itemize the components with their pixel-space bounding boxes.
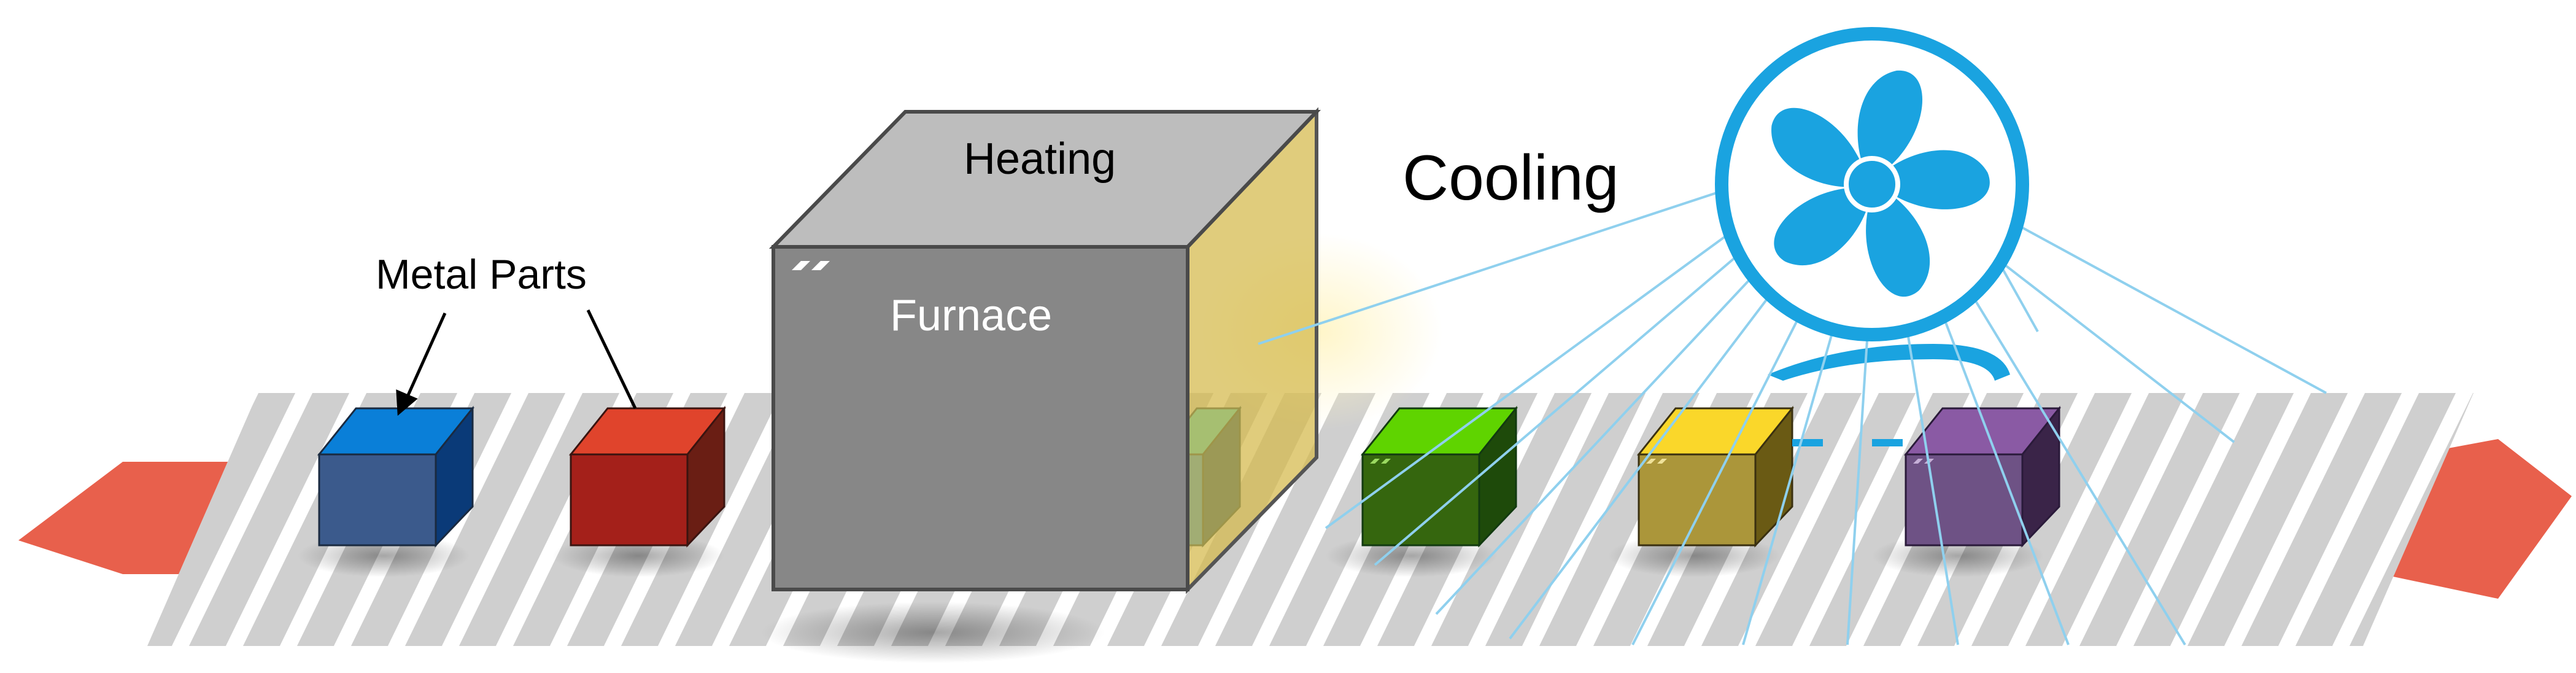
belt-stripe xyxy=(2077,393,2243,646)
belt-stripe xyxy=(2131,393,2297,646)
metal-part-yellow xyxy=(1636,405,1795,548)
belt-stripe xyxy=(187,393,352,646)
belt-stripe xyxy=(2239,393,2405,646)
belt-stripe xyxy=(1429,393,1595,646)
metal-part-blue xyxy=(317,405,475,548)
metal-parts-callouts xyxy=(396,309,637,416)
belt-stripe xyxy=(147,393,298,646)
fan-icon xyxy=(1715,27,2029,341)
belt-stripe xyxy=(403,393,568,646)
belt-stripe xyxy=(2293,393,2459,646)
cooling-label: Cooling xyxy=(1402,142,1619,214)
belt-stripe xyxy=(2563,387,2576,651)
furnace-front xyxy=(772,245,1189,591)
belt-stripe xyxy=(1483,393,1649,646)
belt-stripe xyxy=(1213,393,1379,646)
metal-part-red xyxy=(568,405,727,548)
belt-stripe xyxy=(0,387,28,651)
belt-stripe xyxy=(1753,393,1919,646)
metal-part-purple xyxy=(1903,405,2062,548)
belt-stripe xyxy=(2023,393,2189,646)
furnace-shadow xyxy=(761,602,1105,663)
metal-parts-label: Metal Parts xyxy=(376,251,587,298)
belt-stripe xyxy=(1969,393,2135,646)
furnace: Heating Furnace xyxy=(768,107,1321,594)
belt-stripe xyxy=(2185,393,2351,646)
furnace-label: Furnace xyxy=(890,291,1052,340)
heating-label: Heating xyxy=(964,134,1116,184)
metal-part-green xyxy=(1360,405,1518,548)
